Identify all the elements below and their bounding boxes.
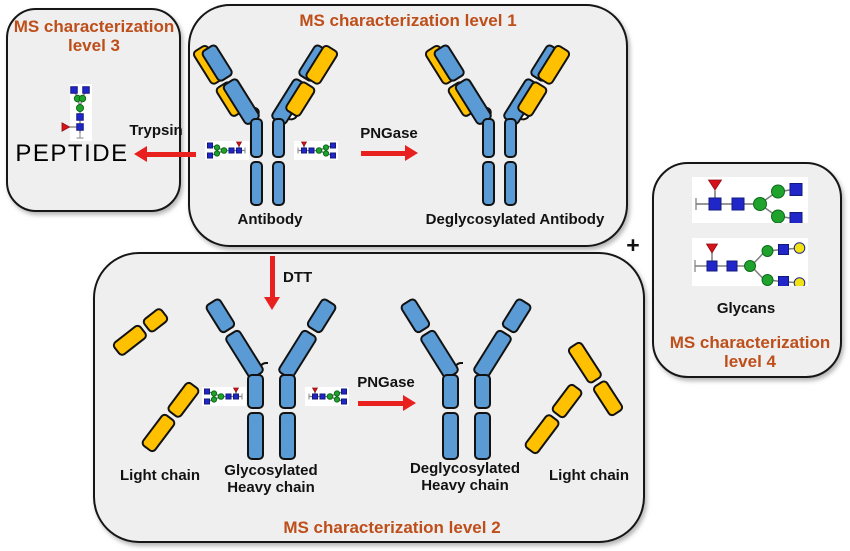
hinge-glycan-right-icon (305, 387, 349, 406)
ms-level2-title: MS characterization level 2 (283, 518, 501, 537)
ms-level4-title: MS characterization level 4 (655, 333, 845, 371)
antibody-heavy-chain-stem (272, 118, 285, 206)
trypsin-arrow-label: Trypsin (129, 122, 183, 139)
light-chain-left-label: Light chain (120, 467, 200, 484)
hinge-glycan-right-icon (294, 141, 338, 160)
hinge-glycan-left-icon (205, 141, 249, 160)
peptide-label: PEPTIDE (15, 140, 129, 167)
deglycosylated-heavy-line2: Heavy chain (421, 476, 509, 494)
deglycosylated-antibody-heavy-chain-stem (482, 118, 495, 206)
ms-level4-title-line2: level 4 (724, 352, 776, 372)
hinge-glycan-left-icon (202, 387, 246, 406)
deglycosylated-antibody-label: Deglycosylated Antibody (425, 211, 605, 228)
deglycosylated-heavy-chain-stem (474, 374, 491, 460)
ms-level3-title-line1: MS characterization (13, 17, 175, 36)
glycosylated-heavy-chain-stem (279, 374, 296, 460)
ms-level3-title: MS characterization level 3 (6, 17, 182, 55)
dtt-arrow (264, 256, 280, 310)
ms-level1-title: MS characterization level 1 (299, 11, 517, 30)
light-chain-right-label: Light chain (549, 467, 629, 484)
peptide-glycan-icon (56, 84, 94, 142)
glycosylated-heavy-chain-label: Glycosylated Heavy chain (201, 462, 341, 497)
glycosylated-heavy-chain-stem (247, 374, 264, 460)
pngase-top-arrow (361, 145, 418, 161)
released-glycan-g0f-icon (692, 177, 808, 225)
released-glycan-g2f-icon (692, 238, 808, 289)
deglycosylated-antibody-heavy-chain-stem (504, 118, 517, 206)
ms-level3-title-line2: level 3 (68, 36, 120, 56)
pngase-bottom-arrow (358, 395, 416, 411)
ms-level4-title-line1: MS characterization (669, 333, 831, 352)
glycosylated-heavy-line2: Heavy chain (227, 478, 315, 496)
pngase-top-arrow-label: PNGase (360, 125, 418, 142)
antibody-label: Antibody (237, 211, 303, 228)
dtt-arrow-label: DTT (283, 269, 313, 286)
trypsin-arrow (134, 146, 196, 162)
pngase-bottom-arrow-label: PNGase (357, 374, 415, 391)
deglycosylated-heavy-line1: Deglycosylated (409, 460, 521, 477)
antibody-heavy-chain-stem (250, 118, 263, 206)
ms-level3-box (6, 8, 181, 212)
deglycosylated-heavy-chain-label: Deglycosylated Heavy chain (389, 460, 541, 495)
deglycosylated-heavy-chain-stem (442, 374, 459, 460)
plus-sign: + (626, 232, 640, 258)
glycans-label: Glycans (716, 300, 776, 317)
glycosylated-heavy-line1: Glycosylated (224, 462, 318, 479)
